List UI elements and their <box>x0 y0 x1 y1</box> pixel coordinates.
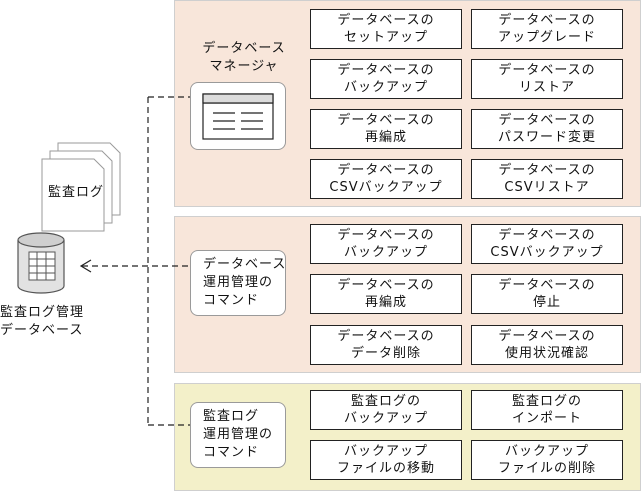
button-line: データベースの <box>498 329 596 344</box>
button-line: データベースの <box>498 63 596 78</box>
button-line: 監査ログの <box>511 394 582 409</box>
button-line: パスワード変更 <box>497 130 596 145</box>
cmd-db-usage-check-button[interactable]: データベースの使用状況確認 <box>471 325 623 365</box>
db-commands-label-line1: データベース <box>203 257 287 272</box>
dashed-connectors <box>82 96 190 426</box>
button-line: データベースの <box>337 228 435 243</box>
auditlog-commands-label: 監査ログ 運用管理の コマンド <box>190 402 286 468</box>
button-line: データベースの <box>337 163 435 178</box>
button-line: CSVリストア <box>504 180 590 195</box>
button-line: ファイルの削除 <box>497 461 596 476</box>
cmd-db-backup-button[interactable]: データベースのバックアップ <box>310 224 462 264</box>
db-csv-backup-button[interactable]: データベースの CSVバックアップ <box>310 159 462 199</box>
database-manager-title: データベース マネージャ <box>186 40 302 76</box>
button-line: データベースの <box>337 63 435 78</box>
cmd-db-data-delete-button[interactable]: データベースのデータ削除 <box>310 325 462 365</box>
audit-log-db-label-line2: データベース <box>0 323 84 338</box>
button-line: 使用状況確認 <box>504 346 589 361</box>
documents-icon <box>41 142 121 232</box>
button-line: 再編成 <box>364 130 407 145</box>
button-line: リストア <box>518 80 575 95</box>
database-icon <box>17 232 65 294</box>
button-line: バックアップ <box>343 245 428 260</box>
cmd-backup-file-move-button[interactable]: バックアップファイルの移動 <box>310 440 462 480</box>
button-line: アップグレード <box>497 30 596 45</box>
auditlog-commands-label-line2: 運用管理の <box>203 427 274 442</box>
db-setup-button[interactable]: データベースのセットアップ <box>310 9 462 49</box>
window-icon <box>202 93 274 140</box>
db-backup-button[interactable]: データベースのバックアップ <box>310 59 462 99</box>
db-reorganize-button[interactable]: データベースの再編成 <box>310 109 462 149</box>
database-manager-title-line1: データベース <box>202 41 286 56</box>
button-line: データ削除 <box>350 346 421 361</box>
db-upgrade-button[interactable]: データベースのアップグレード <box>471 9 623 49</box>
db-password-change-button[interactable]: データベースのパスワード変更 <box>471 109 623 149</box>
button-line: データベースの <box>337 13 435 28</box>
button-line: 再編成 <box>364 295 407 310</box>
button-line: 停止 <box>532 295 561 310</box>
auditlog-commands-label-line1: 監査ログ <box>203 409 260 424</box>
button-line: データベースの <box>337 113 435 128</box>
cmd-db-csv-backup-button[interactable]: データベースの CSVバックアップ <box>471 224 623 264</box>
database-manager-window[interactable] <box>190 82 286 150</box>
cmd-backup-file-delete-button[interactable]: バックアップファイルの削除 <box>471 440 623 480</box>
button-line: データベースの <box>337 278 435 293</box>
button-line: 監査ログの <box>350 394 421 409</box>
arrow-left-icon <box>79 259 92 273</box>
button-line: データベースの <box>498 113 596 128</box>
button-line: データベースの <box>498 228 596 243</box>
button-line: データベースの <box>498 163 596 178</box>
button-line: セットアップ <box>343 30 428 45</box>
db-commands-label-line2: 運用管理の <box>203 275 274 290</box>
button-line: CSVバックアップ <box>490 245 604 260</box>
audit-log-label: 監査ログ <box>48 185 105 200</box>
button-line: バックアップ <box>343 80 428 95</box>
cmd-db-stop-button[interactable]: データベースの停止 <box>471 274 623 314</box>
cmd-auditlog-import-button[interactable]: 監査ログのインポート <box>471 390 623 430</box>
database-manager-title-line2: マネージャ <box>209 59 279 74</box>
button-line: CSVバックアップ <box>329 180 443 195</box>
button-line: インポート <box>511 411 582 426</box>
db-commands-label: データベース 運用管理の コマンド <box>190 250 286 316</box>
audit-log-db-label-line1: 監査ログ管理 <box>0 305 85 320</box>
button-line: データベースの <box>337 329 435 344</box>
cmd-auditlog-backup-button[interactable]: 監査ログのバックアップ <box>310 390 462 430</box>
auditlog-commands-label-line3: コマンド <box>203 445 260 460</box>
button-line: ファイルの移動 <box>336 461 435 476</box>
button-line: データベースの <box>498 13 596 28</box>
button-line: バックアップ <box>343 411 428 426</box>
db-csv-restore-button[interactable]: データベースの CSVリストア <box>471 159 623 199</box>
cmd-db-reorganize-button[interactable]: データベースの再編成 <box>310 274 462 314</box>
button-line: バックアップ <box>504 444 589 459</box>
db-commands-label-line3: コマンド <box>203 293 260 308</box>
button-line: バックアップ <box>343 444 428 459</box>
db-restore-button[interactable]: データベースのリストア <box>471 59 623 99</box>
audit-log-db-label: 監査ログ管理 データベース <box>0 304 84 340</box>
button-line: データベースの <box>498 278 596 293</box>
